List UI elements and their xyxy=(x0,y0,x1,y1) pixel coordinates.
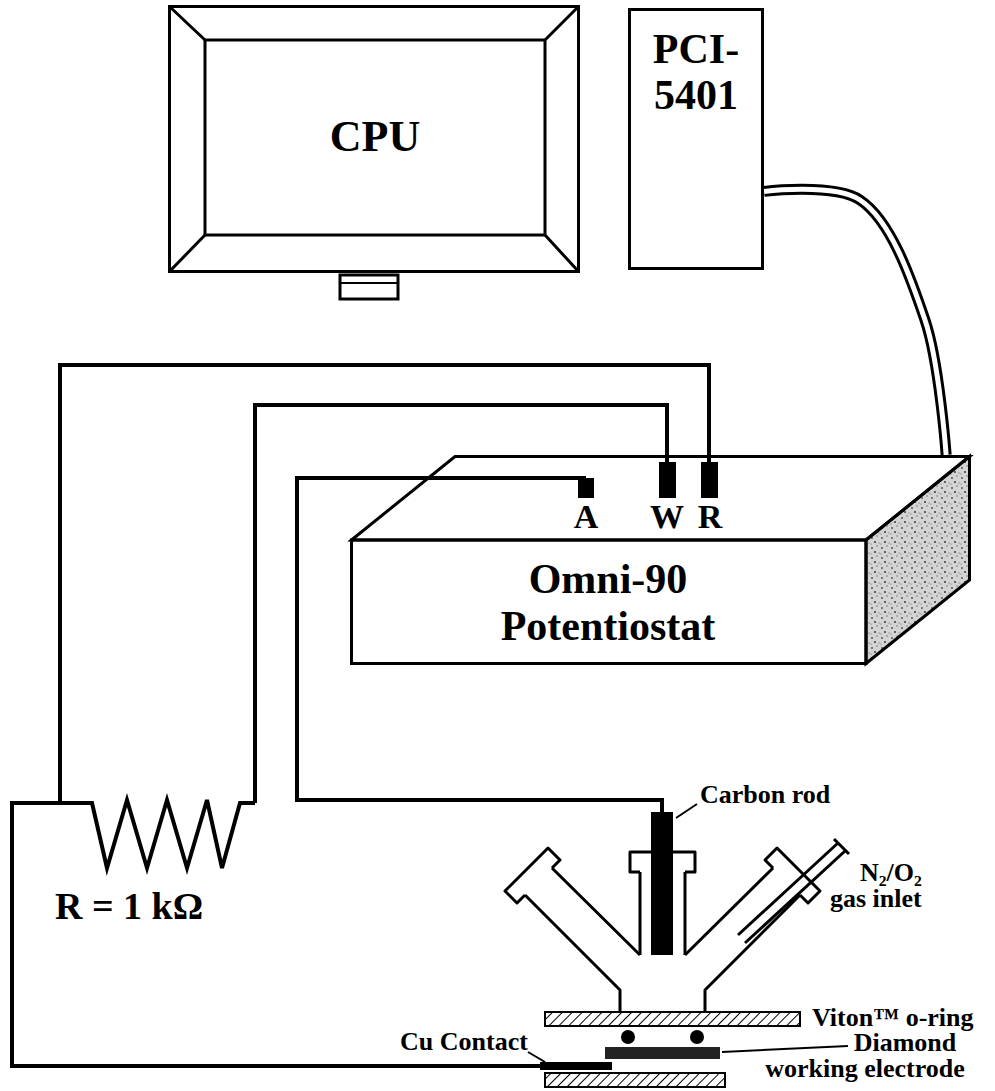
part-name: N₂/O₂ gas inlet xyxy=(830,860,950,912)
part-name: Cu Contact xyxy=(400,1028,528,1057)
o-ring xyxy=(621,1030,635,1044)
text-area: Omni-90 Potentiostat xyxy=(440,550,776,655)
resistor-value: R = 1 kΩ xyxy=(55,885,203,929)
text-area: PCI- 5401 xyxy=(628,26,764,136)
potentiostat-box: Omni-90 Potentiostat xyxy=(350,455,971,665)
terminal-name: R xyxy=(690,500,730,534)
carbon-rod xyxy=(651,812,673,955)
label-slot: Cu Contact xyxy=(400,1028,528,1057)
cu-contact xyxy=(540,1062,612,1070)
monitor-stand xyxy=(340,275,398,299)
node-text: PCI- 5401 xyxy=(628,26,764,118)
wires xyxy=(12,365,709,1066)
leader-lines xyxy=(528,804,848,1062)
base-plate xyxy=(545,1073,725,1087)
cable-inner xyxy=(764,189,946,455)
o-ring xyxy=(690,1030,704,1044)
label-slot: R xyxy=(690,500,730,534)
label-slot: Carbon rod xyxy=(700,780,830,810)
node-text: CPU xyxy=(330,113,420,161)
part-name: Carbon rod xyxy=(700,780,830,810)
card-box: PCI- 5401 xyxy=(628,8,764,270)
label-slot: A xyxy=(566,500,606,534)
label-slot: Diamond working electrode xyxy=(740,1030,990,1082)
label-slot: N₂/O₂ gas inlet xyxy=(830,860,950,912)
text-area: CPU xyxy=(205,40,545,235)
cable-outer xyxy=(764,189,946,455)
terminal-posts xyxy=(578,462,718,498)
part-name: Viton™ o-ring xyxy=(812,1005,974,1031)
glass-cell xyxy=(505,839,849,1012)
viton-plate xyxy=(545,1012,800,1026)
node-text: Omni-90 Potentiostat xyxy=(440,556,776,648)
resistor-symbol xyxy=(60,800,255,868)
part-name: Diamond working electrode xyxy=(740,1030,990,1082)
label-slot: Viton™ o-ring xyxy=(812,1005,974,1031)
label-slot: R = 1 kΩ xyxy=(55,885,203,929)
label-slot: W xyxy=(645,500,689,534)
cable xyxy=(764,189,946,455)
diamond-electrode xyxy=(605,1047,720,1059)
terminal-name: W xyxy=(645,500,689,534)
monitor-box: CPU xyxy=(168,5,580,273)
ground-wire xyxy=(12,803,540,1066)
terminal-name: A xyxy=(566,500,606,534)
